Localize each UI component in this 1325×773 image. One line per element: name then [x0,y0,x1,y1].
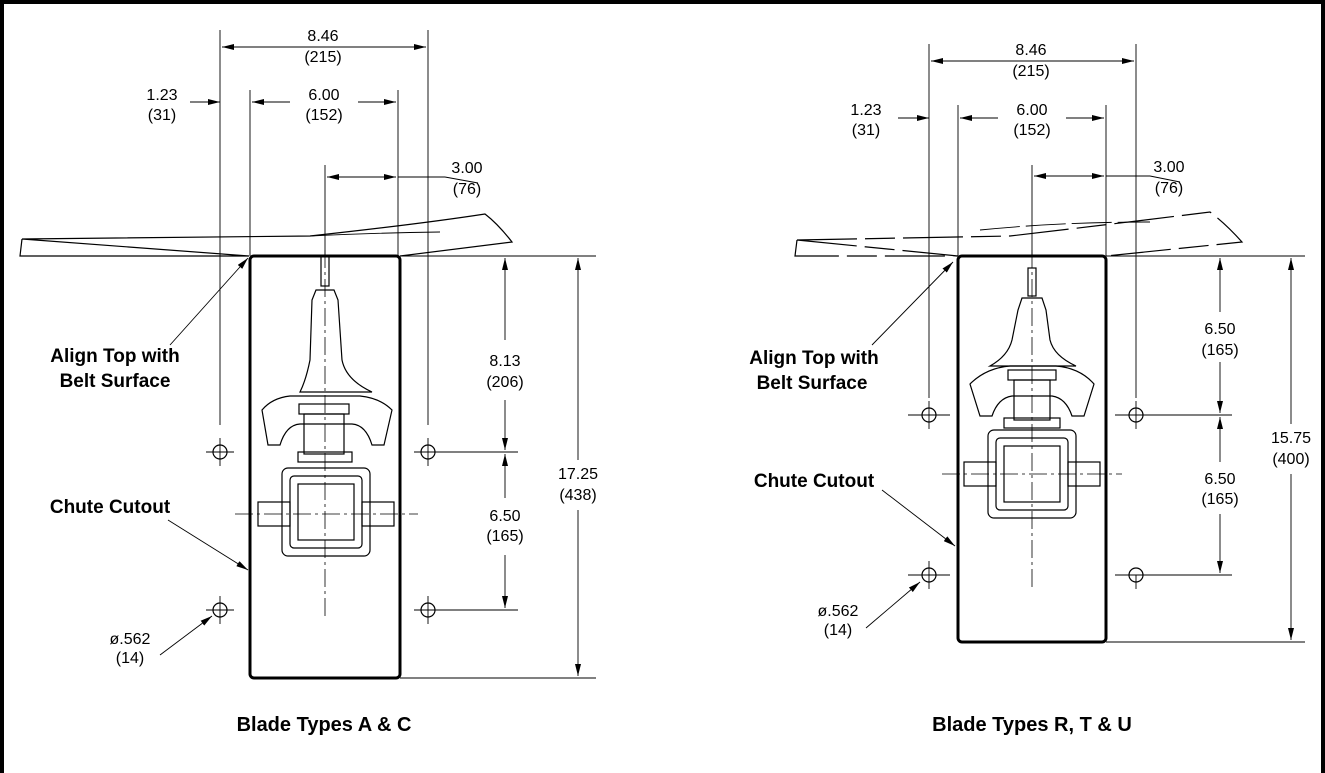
right-label-align-2: Belt Surface [757,373,868,394]
right-belt-surface [794,211,1244,257]
left-dim-hole-mm: (14) [116,650,144,667]
right-dim-total-mm: (400) [1272,451,1309,468]
right-drawing: 8.46 (215) 1.23 (31) 6.00 (152) 3.00 (76… [749,42,1311,736]
left-dim-upper-mm: (206) [486,374,523,391]
right-dim-half-mm: (76) [1155,180,1183,197]
right-dim-overall-mm: (215) [1012,63,1049,80]
right-dim-upper-mm: (165) [1201,342,1238,359]
left-dim-upper-in: 8.13 [489,353,520,370]
left-dim-lower-in: 6.50 [489,508,520,525]
left-label-chute: Chute Cutout [50,497,171,518]
left-dim-lower-mm: (165) [486,528,523,545]
left-label-align-2: Belt Surface [60,371,171,392]
right-caption: Blade Types R, T & U [932,714,1132,736]
left-caption: Blade Types A & C [237,714,412,736]
left-dim-overall-in: 8.46 [307,28,338,45]
left-dim-inner-mm: (152) [305,107,342,124]
left-blade-assembly [235,250,418,620]
right-dim-total-in: 15.75 [1271,430,1311,447]
right-dim-upper-in: 6.50 [1204,321,1235,338]
left-dim-offset-in: 1.23 [146,87,177,104]
right-dim-hole-in: ø.562 [818,603,859,620]
left-dim-hole-in: ø.562 [110,631,151,648]
right-label-align-1: Align Top with [749,348,878,369]
left-dim-overall-mm: (215) [304,49,341,66]
right-dim-inner-mm: (152) [1013,122,1050,139]
left-dim-inner-in: 6.00 [308,87,339,104]
left-bolt-holes [206,438,518,624]
left-dim-offset-mm: (31) [148,107,176,124]
left-drawing: 8.46 (215) 1.23 (31) 6.00 (152) 3.00 (76… [19,28,598,736]
left-dim-total-mm: (438) [559,487,596,504]
right-dim-overall-in: 8.46 [1015,42,1046,59]
right-bolt-holes [908,401,1232,589]
right-dim-lower-mm: (165) [1201,491,1238,508]
right-dim-half-in: 3.00 [1153,159,1184,176]
right-dim-inner-in: 6.00 [1016,102,1047,119]
right-dim-hole-mm: (14) [824,622,852,639]
left-dim-total-in: 17.25 [558,466,598,483]
left-dim-half-mm: (76) [453,181,481,198]
left-dim-half-in: 3.00 [451,160,482,177]
left-label-align-1: Align Top with [50,346,179,367]
right-dim-offset-mm: (31) [852,122,880,139]
right-label-chute: Chute Cutout [754,471,875,492]
left-belt-surface [19,213,514,257]
right-dim-offset-in: 1.23 [850,102,881,119]
right-blade-assembly [942,250,1122,590]
right-dim-lower-in: 6.50 [1204,471,1235,488]
